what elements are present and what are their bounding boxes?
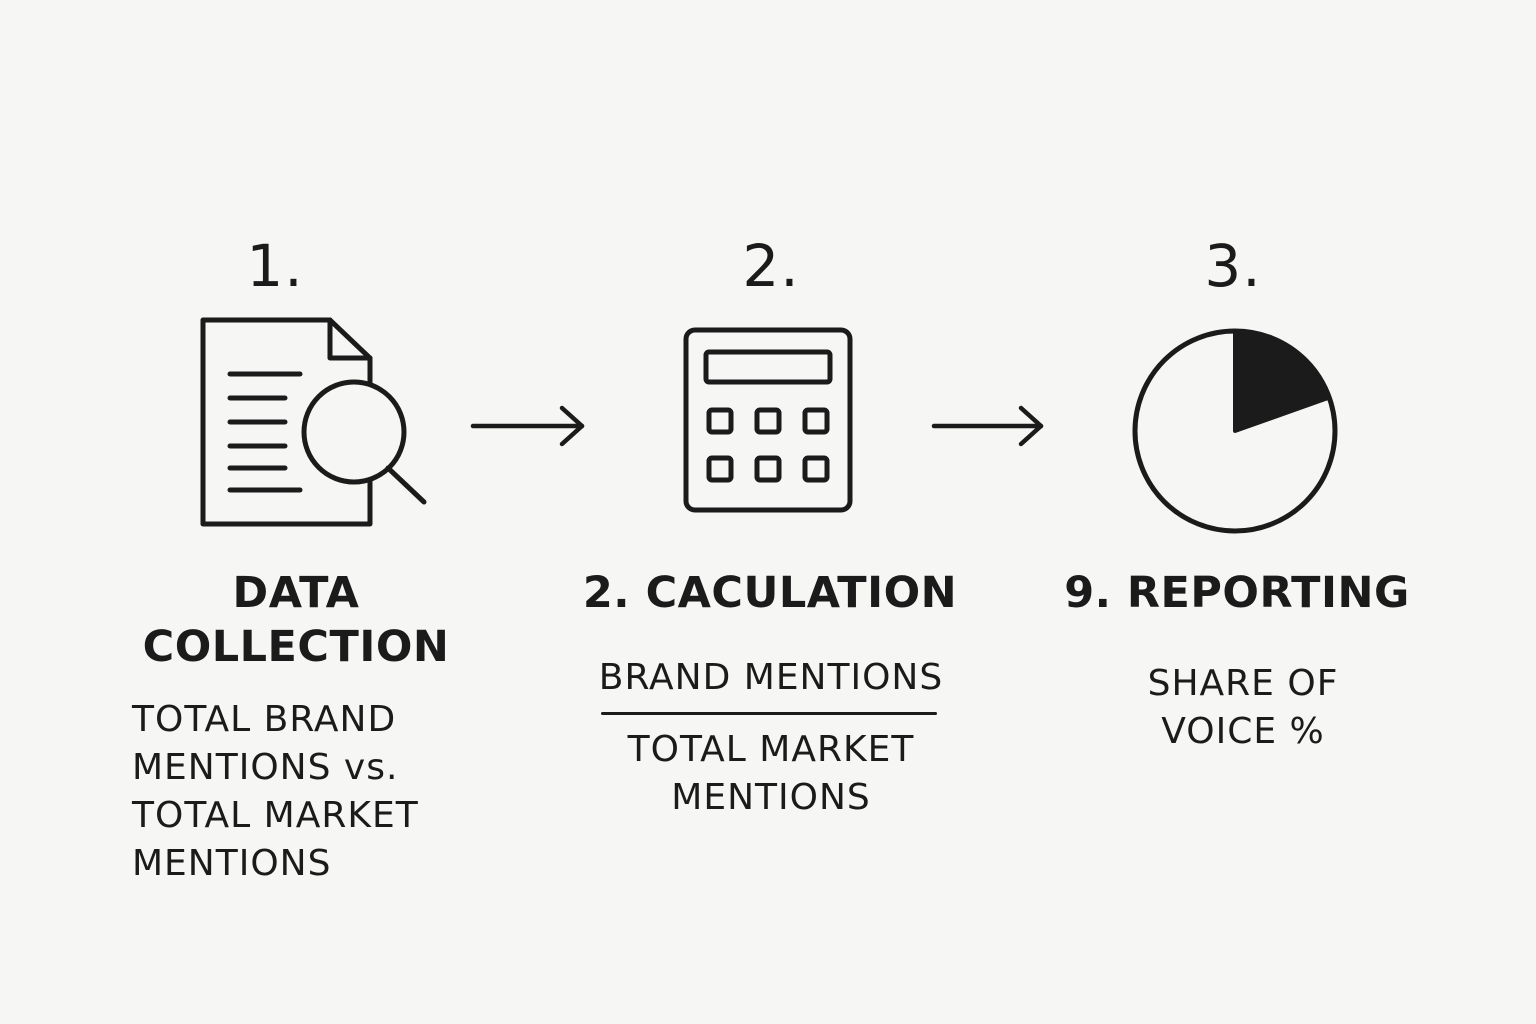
calculator-icon	[683, 327, 853, 513]
step-3-title-line: 9. REPORTING	[1064, 568, 1410, 618]
fraction-bar	[601, 712, 937, 715]
step-2-title-line: 2. CACULATION	[582, 568, 958, 618]
step-2-title: 2. CACULATION	[583, 566, 957, 620]
step-1-description: TOTAL BRAND MENTIONS vs. TOTAL MARKET ME…	[132, 696, 419, 888]
step-3-title: 9. REPORTING	[1064, 566, 1410, 620]
step-1-description-line: TOTAL MARKET	[132, 795, 419, 836]
document-search-icon	[200, 317, 427, 527]
step-2-number: 2.	[742, 232, 800, 300]
step-1-number: 1.	[246, 232, 304, 300]
arrow-right-icon	[931, 405, 1044, 447]
step-1-description-line: MENTIONS	[132, 843, 332, 884]
step-1-title-line: COLLECTION	[142, 622, 450, 672]
step-1-title-line: DATA	[232, 568, 360, 618]
step-1-description-line: MENTIONS vs.	[132, 747, 399, 788]
step-1-title: DATA COLLECTION	[143, 566, 450, 674]
step-3-description-line: SHARE OF	[1147, 663, 1339, 704]
step-3-description-line: VOICE %	[1161, 711, 1325, 752]
step-3-number: 3.	[1204, 232, 1262, 300]
fraction-denominator-line: TOTAL MARKET	[627, 729, 915, 770]
fraction-denominator: TOTAL MARKET MENTIONS	[628, 726, 915, 822]
fraction-numerator: BRAND MENTIONS	[598, 657, 944, 698]
step-3-description: SHARE OF VOICE %	[1148, 660, 1339, 756]
fraction-denominator-line: MENTIONS	[671, 777, 871, 818]
pie-chart-icon	[1132, 328, 1338, 534]
step-1-description-line: TOTAL BRAND	[132, 699, 397, 740]
arrow-right-icon	[470, 405, 585, 447]
